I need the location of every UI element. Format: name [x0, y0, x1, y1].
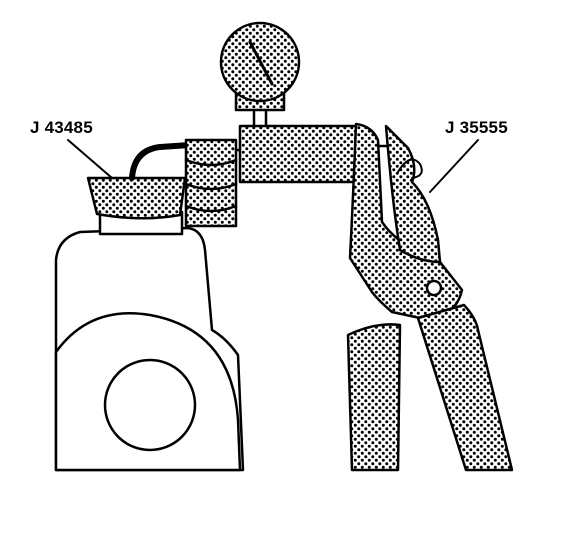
canister [184, 138, 248, 228]
leader-line-fill-adapter [67, 139, 113, 179]
pressure-gauge [219, 21, 301, 130]
adapter-hose [129, 142, 193, 181]
leader-line-pliers [429, 139, 479, 193]
pliers-pivot [425, 279, 443, 297]
callout-pliers-label: J 35555 [445, 118, 508, 137]
callout-fill-adapter-label: J 43485 [30, 118, 93, 137]
gauge-needle [248, 40, 274, 86]
fill-adapter-cup [86, 176, 187, 220]
pulley-circle [103, 358, 197, 452]
hose-clamp-pliers [346, 122, 514, 472]
